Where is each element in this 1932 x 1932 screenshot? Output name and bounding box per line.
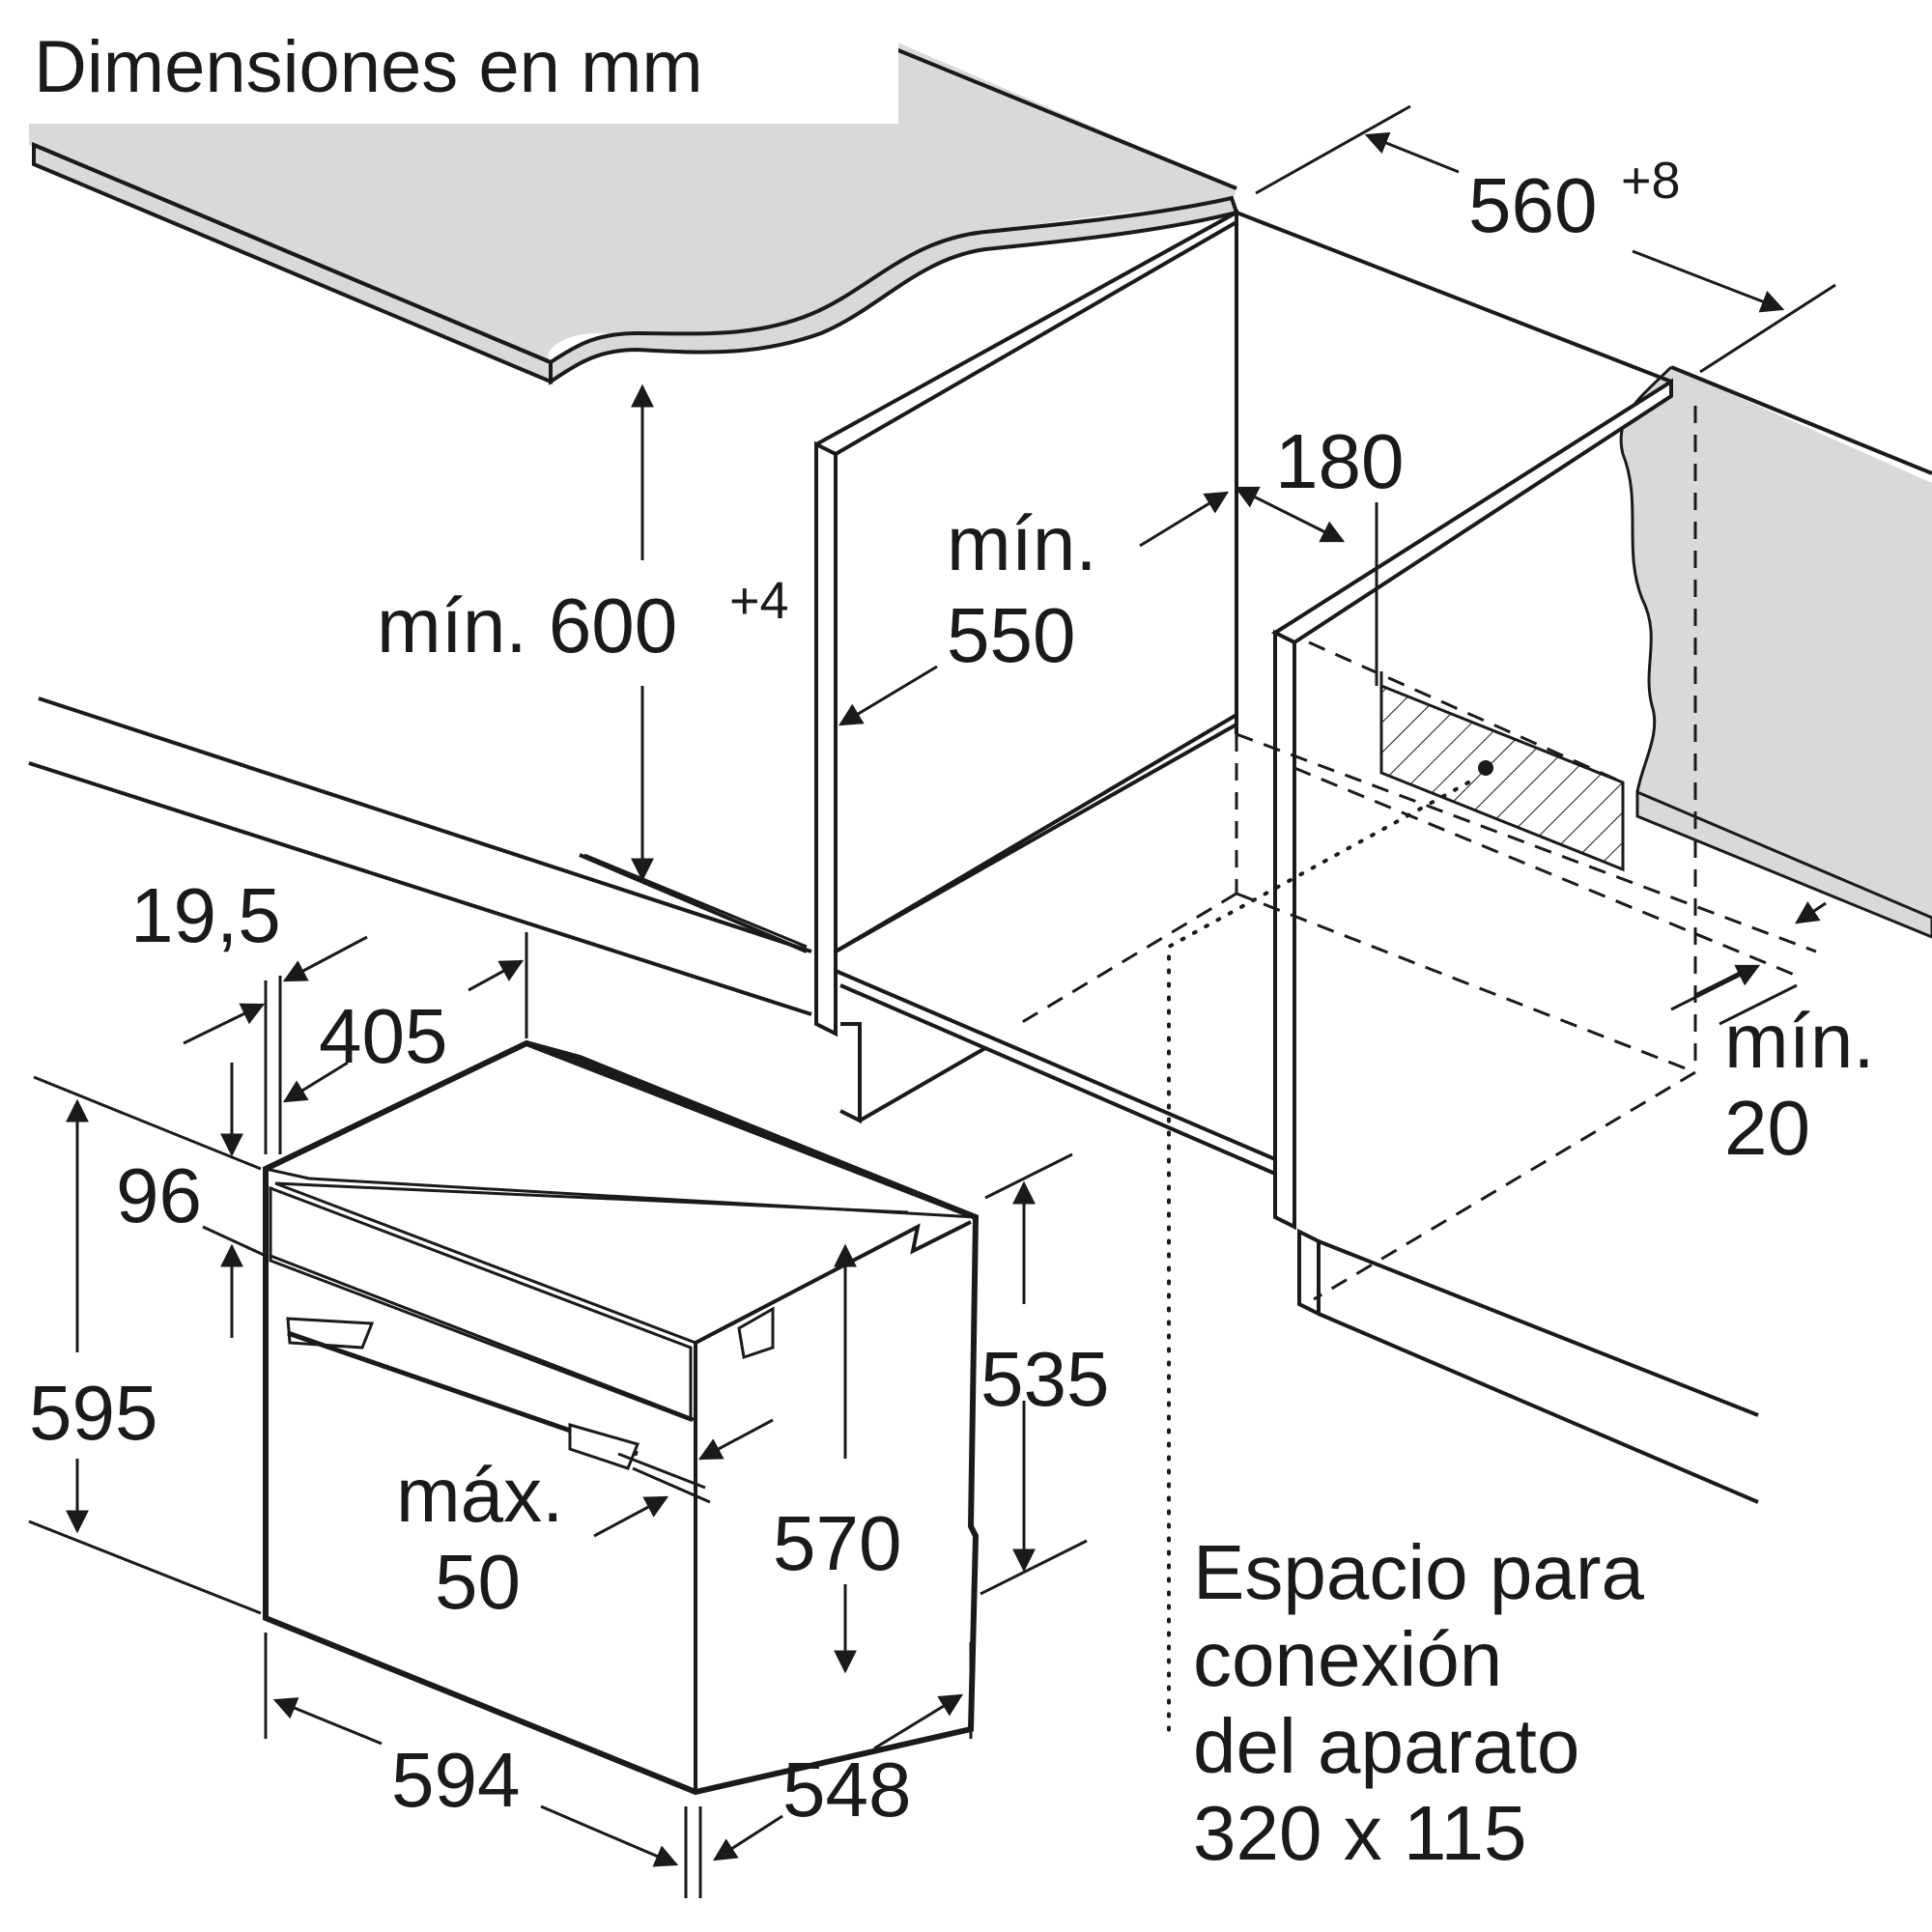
cabinet-structure [28, 209, 1759, 1504]
label-595: 595 [29, 1370, 157, 1456]
label-96: 96 [116, 1152, 202, 1238]
label-405: 405 [319, 993, 447, 1079]
dimension-lines [28, 104, 1836, 1898]
connection-box [1379, 683, 1625, 872]
label-min-600: mín. 600 [377, 582, 677, 668]
label-600-tolerance: +4 [729, 572, 789, 630]
label-max-word: máx. [396, 1452, 563, 1538]
label-connection-line-4: 320 x 115 [1193, 1790, 1526, 1876]
diagram-title: Dimensiones en mm [34, 26, 703, 108]
label-560: 560 [1468, 162, 1597, 248]
label-min-20-word: mín. [1724, 998, 1875, 1084]
title-box [0, 0, 898, 124]
label-connection-line-1: Espacio para [1193, 1529, 1644, 1615]
label-19-5: 19,5 [130, 872, 281, 958]
oven [263, 1039, 980, 1796]
dimension-labels: 560 +8 180 mín. 550 mín. 600 +4 19,5 405… [29, 152, 1875, 1876]
label-min-550-word: mín. [947, 500, 1097, 586]
label-548: 548 [782, 1747, 911, 1833]
connection-leader [1167, 781, 1470, 1741]
label-570: 570 [773, 1500, 901, 1586]
label-connection-line-3: del aparato [1193, 1703, 1579, 1789]
countertop-right [1236, 211, 1932, 939]
label-50: 50 [435, 1539, 521, 1625]
label-180: 180 [1275, 418, 1404, 504]
label-535: 535 [980, 1336, 1109, 1422]
dashed-space [1018, 406, 1817, 1301]
label-20: 20 [1724, 1085, 1810, 1171]
label-560-tolerance: +8 [1621, 152, 1681, 210]
label-594: 594 [391, 1737, 520, 1823]
label-connection-line-2: conexión [1193, 1616, 1502, 1702]
label-550: 550 [947, 592, 1075, 678]
